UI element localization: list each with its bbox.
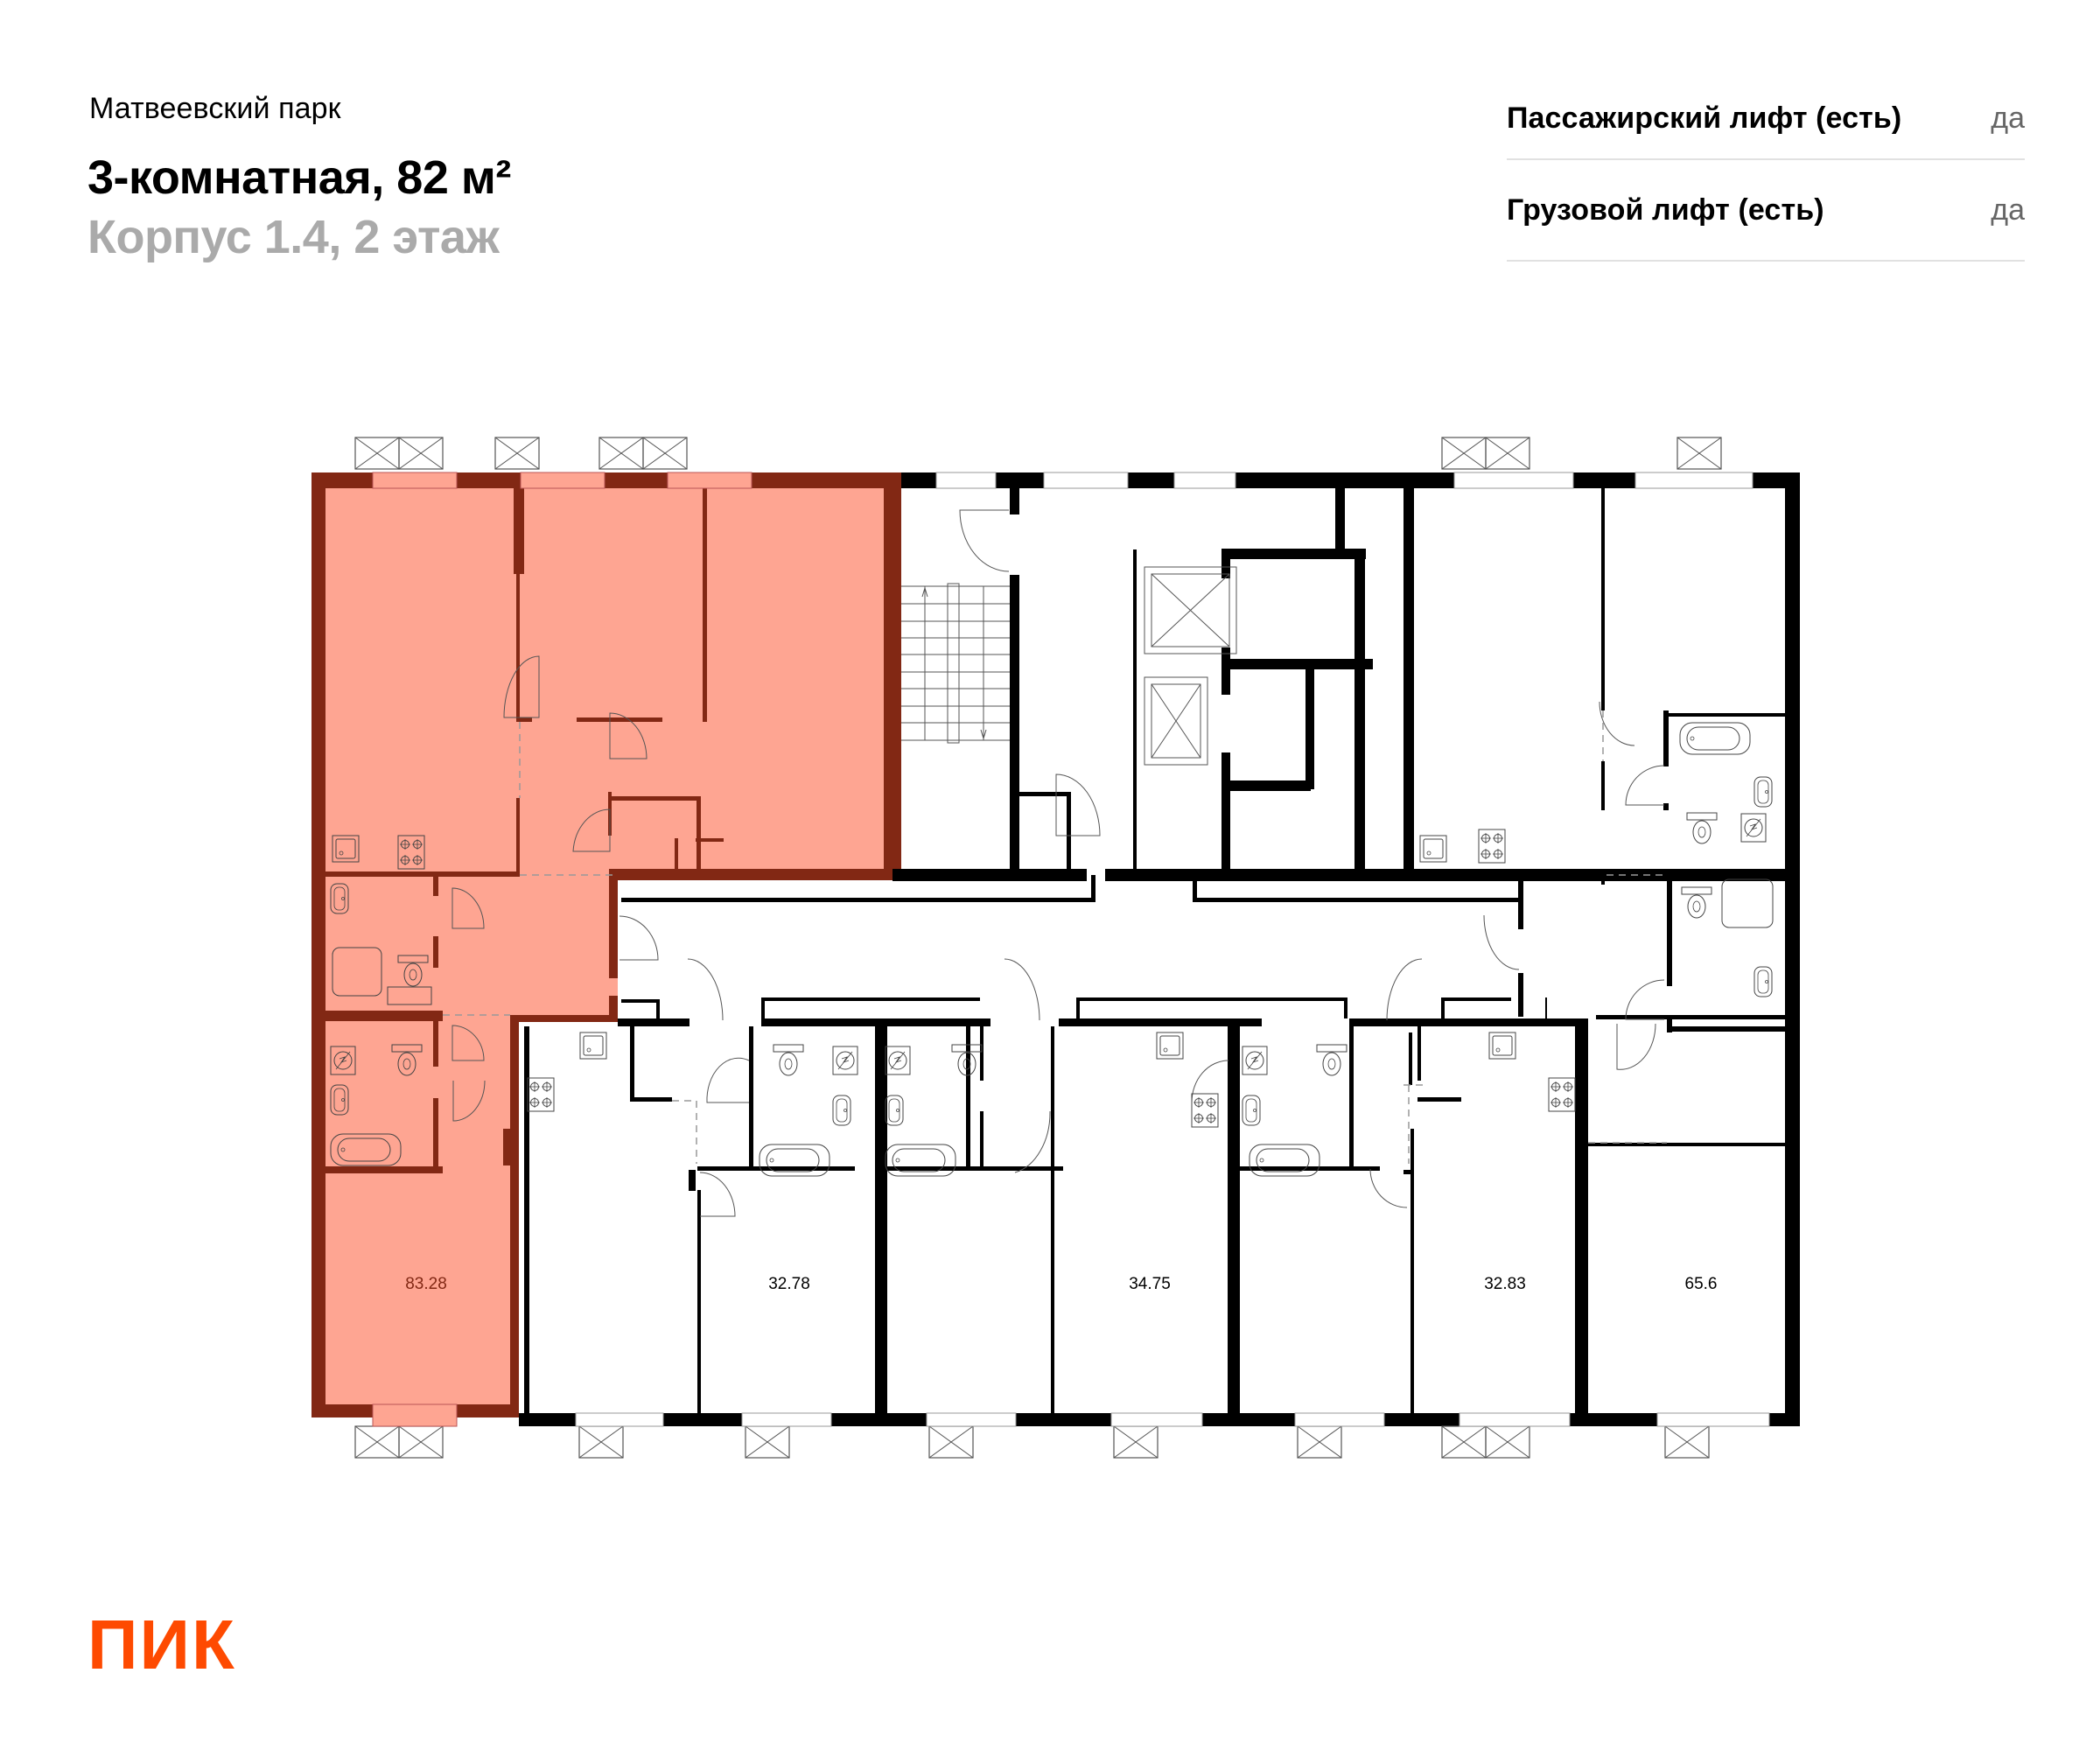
spec-value: да: [1991, 192, 2025, 227]
area-label: 65.6: [1685, 1275, 1718, 1293]
zone-lines: [443, 710, 1667, 1164]
specs-table: Пассажирский лифт (есть) да Грузовой лиф…: [1507, 79, 2025, 262]
spec-value: да: [1991, 102, 2025, 135]
fixtures: [330, 722, 1774, 1177]
staircase: [901, 583, 1010, 744]
area-label: 32.83: [1484, 1275, 1526, 1293]
area-label: 34.75: [1129, 1275, 1171, 1293]
elevator-cabins: [1144, 566, 1237, 766]
spec-label: Пассажирский лифт (есть): [1507, 102, 1902, 135]
doors: [452, 509, 1665, 1217]
area-labels: 83.28 32.78 34.75 32.83 65.6: [405, 1275, 1717, 1293]
pik-logo: ПИК: [88, 1606, 236, 1684]
area-label-selected: 83.28: [405, 1275, 447, 1293]
windows-bottom: [354, 1404, 1770, 1459]
spec-row-passenger-lift: Пассажирский лифт (есть) да: [1507, 79, 2025, 160]
spec-row-freight-lift: Грузовой лифт (есть) да: [1507, 160, 2025, 262]
windows-top: [354, 437, 1754, 489]
spec-label: Грузовой лифт (есть): [1507, 192, 1824, 227]
building-floor: Корпус 1.4, 2 этаж: [88, 211, 500, 263]
project-name: Матвеевский парк: [89, 92, 341, 125]
apartment-title: 3-комнатная, 82 м²: [88, 151, 511, 204]
selected-apartment[interactable]: [312, 472, 901, 1418]
area-label: 32.78: [768, 1275, 810, 1293]
